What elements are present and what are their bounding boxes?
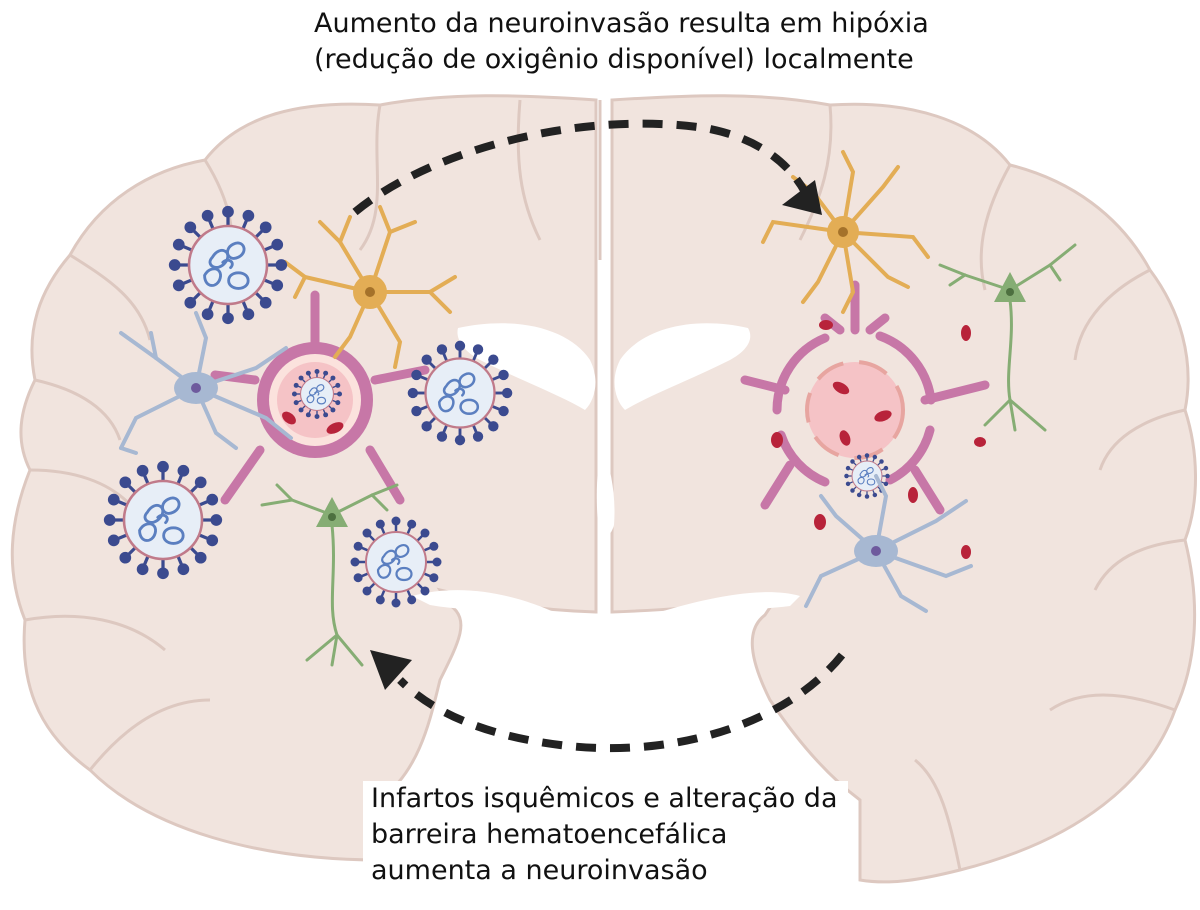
caption-bottom-line-3: aumenta a neuroinvasão [371,855,708,886]
temporal-horn-left [412,590,560,615]
pericyte-processes [210,290,430,505]
microglia-right [804,474,973,613]
blood-vessel-intact [210,290,430,505]
virus-particle-4 [349,515,443,609]
left-hemisphere [10,94,598,862]
blood-vessel-disrupted [740,280,990,515]
caption-bottom-line-1: Infartos isquêmicos e alteração da [371,783,838,814]
right-hemisphere [610,94,1197,884]
gyri-contours [24,99,1186,871]
cycle-arrow-top [352,119,822,216]
neuron-left [260,483,399,667]
neuron-right [938,243,1077,432]
caption-ischemic-infarcts: Infartos isquêmicos e alteração da barre… [363,781,848,899]
astrocyte-left [283,205,457,369]
caption-top-line-1: Aumento da neuroinvasão resulta em hipóx… [314,8,929,39]
virus-particle-1 [167,204,289,326]
microglia-left [119,311,293,455]
cycle-arrow-bottom [370,650,846,753]
virus-particle-3 [102,459,224,581]
caption-top-line-2: (redução de oxigênio disponível) localme… [314,44,914,75]
extravasated-red-blood-cells [771,320,986,559]
virus-particle-2 [406,339,514,447]
third-ventricle [596,445,615,537]
brain-section [10,94,1197,884]
caption-hypoxia: Aumento da neuroinvasão resulta em hipóx… [306,6,937,86]
astrocyte-right [761,150,930,314]
lateral-ventricles [457,323,596,410]
caption-bottom-line-2: barreira hematoencefálica [371,819,728,850]
lateral-ventricles-right [614,323,751,410]
temporal-horn-right [660,592,800,612]
